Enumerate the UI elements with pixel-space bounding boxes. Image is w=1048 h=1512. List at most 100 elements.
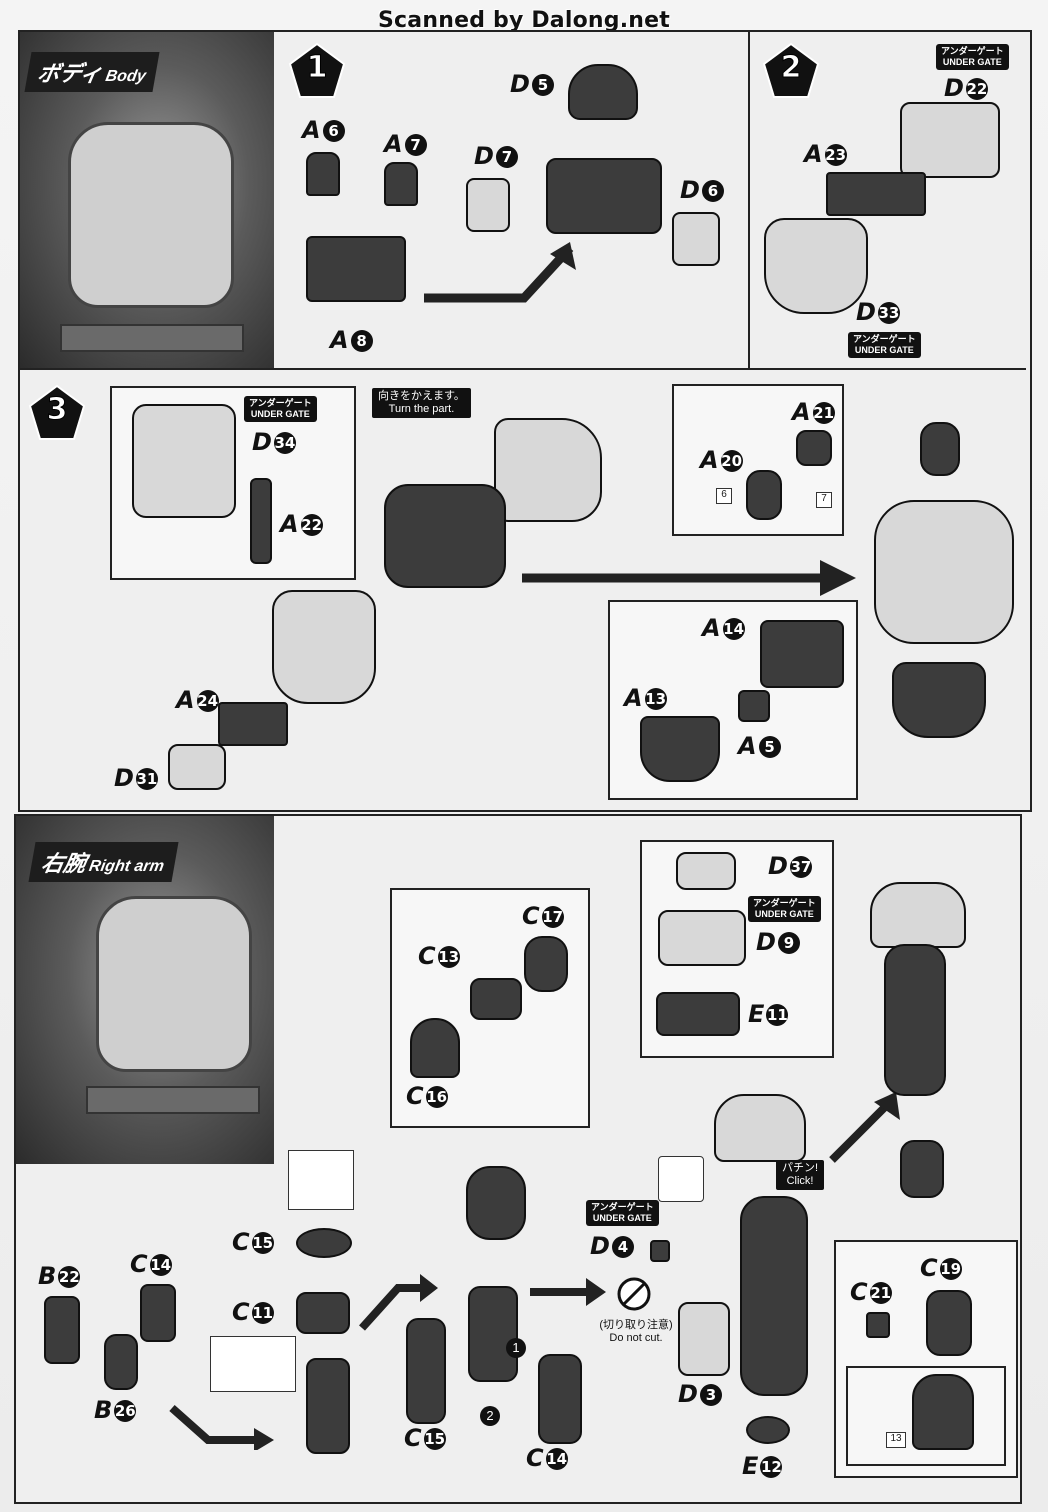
- no-cut-icon: [617, 1277, 651, 1311]
- flow-arrow-icon-6: [829, 1092, 900, 1163]
- donotcut-en: Do not cut.: [609, 1332, 663, 1344]
- num: 6: [701, 180, 724, 202]
- flow-arrow-icon-5: [169, 1405, 274, 1450]
- elbow-joint-shape: [466, 1166, 526, 1240]
- num: 22: [965, 78, 988, 100]
- letter: D: [944, 74, 964, 102]
- flow-arrow-icon-3: [359, 1274, 438, 1331]
- part-c14b-shape: [538, 1354, 582, 1444]
- part-d4-shape: [650, 1240, 670, 1262]
- letter: A: [804, 140, 823, 168]
- under-gate-en: UNDER GATE: [250, 409, 310, 419]
- part-a23-shape: [826, 172, 926, 216]
- part-core-shape: [546, 158, 662, 234]
- seal-6-box: 6: [716, 488, 732, 504]
- num: 21: [812, 402, 835, 424]
- order-2-badge: 2: [480, 1406, 500, 1426]
- letter: D: [590, 1232, 610, 1260]
- num: 21: [869, 1282, 892, 1304]
- seal-13-box: 13: [886, 1432, 906, 1448]
- num: 31: [135, 768, 158, 790]
- letter: C: [522, 902, 540, 930]
- letter: D: [510, 70, 530, 98]
- letter: A: [302, 116, 321, 144]
- part-e12-shape: [746, 1416, 790, 1444]
- part-d37-shape: [676, 852, 736, 890]
- donotcut-jp: (切り取り注意): [599, 1319, 673, 1331]
- step-3-number: 3: [46, 392, 68, 428]
- num: 14: [545, 1448, 568, 1470]
- part-c19-shape: [926, 1290, 972, 1356]
- letter: D: [756, 928, 776, 956]
- seal-7-box: 7: [816, 492, 832, 508]
- num: 4: [611, 1236, 634, 1258]
- num: 6: [322, 120, 345, 142]
- num: 8: [350, 330, 373, 352]
- step-divider: [748, 32, 750, 368]
- letter: D: [114, 764, 134, 792]
- step-1-number: 1: [306, 50, 328, 86]
- part-c13-shape: [470, 978, 522, 1020]
- arm-label-jp: 右腕: [39, 852, 88, 877]
- num: 5: [531, 74, 554, 96]
- letter: E: [748, 1000, 765, 1028]
- step-2-number: 2: [780, 50, 802, 86]
- under-gate-jp: アンダーゲート: [249, 398, 312, 408]
- under-gate-jp: アンダーゲート: [591, 1202, 654, 1212]
- letter: D: [474, 142, 494, 170]
- under-gate-en: UNDER GATE: [854, 345, 914, 355]
- body-label-jp: ボディ: [35, 62, 105, 87]
- part-d33-shape: [764, 218, 868, 314]
- num: 16: [425, 1086, 448, 1108]
- num: 15: [251, 1232, 274, 1254]
- num: 11: [251, 1302, 274, 1324]
- upper-arm-shape: [740, 1196, 808, 1396]
- flow-arrow-icon-2: [522, 560, 856, 596]
- pentagon-icon: [28, 384, 86, 440]
- num: 19: [939, 1258, 962, 1280]
- letter: D: [768, 852, 788, 880]
- part-c11-shape: [296, 1292, 350, 1334]
- num: 7: [404, 134, 427, 156]
- part-e11-shape: [656, 992, 740, 1036]
- letter: A: [702, 614, 721, 642]
- num: 13: [644, 688, 667, 710]
- step-1-badge: 1: [288, 42, 346, 100]
- part-c15-shape: [296, 1228, 352, 1258]
- num: 14: [149, 1254, 172, 1276]
- part-front-shell-shape: [272, 590, 376, 704]
- letter: C: [404, 1424, 422, 1452]
- num: 12: [760, 1456, 783, 1478]
- part-a14-shape: [760, 620, 844, 688]
- part-a13-shape: [640, 716, 720, 782]
- letter: A: [330, 326, 349, 354]
- under-gate-jp: アンダーゲート: [941, 46, 1004, 56]
- num: 13: [437, 946, 460, 968]
- part-c15b-shape: [406, 1318, 446, 1424]
- part-d31-shape: [168, 744, 226, 790]
- pentagon-icon: [762, 42, 820, 98]
- flow-arrow-icon-4: [530, 1278, 606, 1306]
